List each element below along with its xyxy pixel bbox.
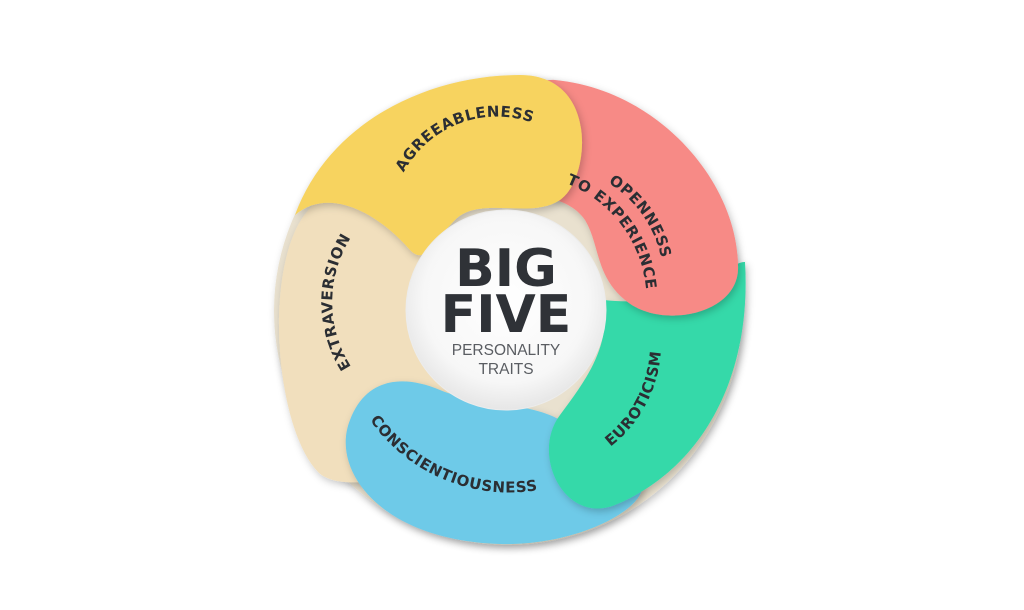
center-subtitle-line2: TRAITS (478, 361, 533, 378)
center-title-line2: FIVE (441, 285, 572, 345)
segment-agreeableness (295, 75, 583, 256)
segment-neuroticism (548, 261, 746, 509)
center-title-line1: BIG (455, 239, 557, 299)
segment-conscientiousness (345, 381, 643, 545)
center-circle (405, 209, 607, 411)
center-subtitle-line1: PERSONALITY (452, 342, 561, 359)
